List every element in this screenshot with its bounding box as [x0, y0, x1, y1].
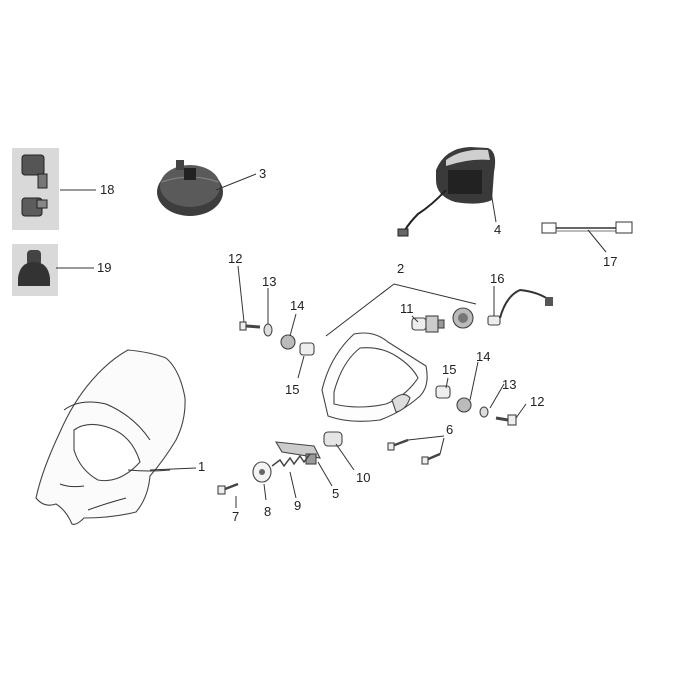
- part-2-headlight: [321, 332, 428, 422]
- callout-9: 9: [294, 498, 301, 513]
- callout-16: 16: [490, 271, 504, 286]
- callout-4: 4: [494, 222, 501, 237]
- part-10-spacer: [323, 431, 343, 447]
- part-5-bracket: [274, 441, 321, 465]
- part-17-wiring: [541, 221, 633, 234]
- callout-10: 10: [356, 470, 370, 485]
- washer-13-right: [479, 406, 489, 418]
- grommet-14-left: [280, 334, 296, 350]
- callout-14-right: 14: [476, 349, 490, 364]
- part-3-instrument-housing: [157, 160, 223, 216]
- part-8-washer: [252, 461, 272, 483]
- callout-19: 19: [97, 260, 111, 275]
- part-16-sidelight: [487, 288, 553, 326]
- callout-12-left: 12: [228, 251, 242, 266]
- callout-17: 17: [603, 254, 617, 269]
- callout-1: 1: [198, 459, 205, 474]
- callout-6: 6: [446, 422, 453, 437]
- callout-5: 5: [332, 486, 339, 501]
- spacer-15-right: [435, 385, 451, 399]
- callout-13-right: 13: [502, 377, 516, 392]
- callout-3: 3: [259, 166, 266, 181]
- callout-labels: 1 2 3 4 5 6 7 8 9 10 11 12 12 13 13 14 1…: [97, 166, 617, 524]
- callout-15-right: 15: [442, 362, 456, 377]
- callout-18: 18: [100, 182, 114, 197]
- callout-14-left: 14: [290, 298, 304, 313]
- leader-2: [325, 283, 477, 337]
- callout-13-left: 13: [262, 274, 276, 289]
- part-7-screw: [217, 482, 239, 495]
- callout-2: 2: [397, 261, 404, 276]
- callout-7: 7: [232, 509, 239, 524]
- spacer-15-left: [299, 342, 315, 356]
- screw-12-left: [239, 321, 261, 331]
- callout-15-left: 15: [285, 382, 299, 397]
- grommet-14-right: [456, 397, 472, 413]
- screw-12-right: [495, 414, 517, 426]
- part-1-front-fairing: [35, 349, 186, 525]
- leader-lines: [56, 173, 607, 508]
- callout-8: 8: [264, 504, 271, 519]
- washer-13-left: [263, 323, 273, 337]
- callout-12-right: 12: [530, 394, 544, 409]
- bulb-cover: [452, 307, 474, 329]
- part-6-screws: [387, 438, 441, 465]
- part-19-rubber-boot: [12, 244, 58, 296]
- callout-11: 11: [400, 301, 414, 316]
- part-11-bulb: [411, 315, 445, 333]
- part-18-switches: [12, 148, 59, 230]
- part-9-spring: [271, 453, 311, 468]
- part-4-instrument-cluster: [397, 147, 496, 237]
